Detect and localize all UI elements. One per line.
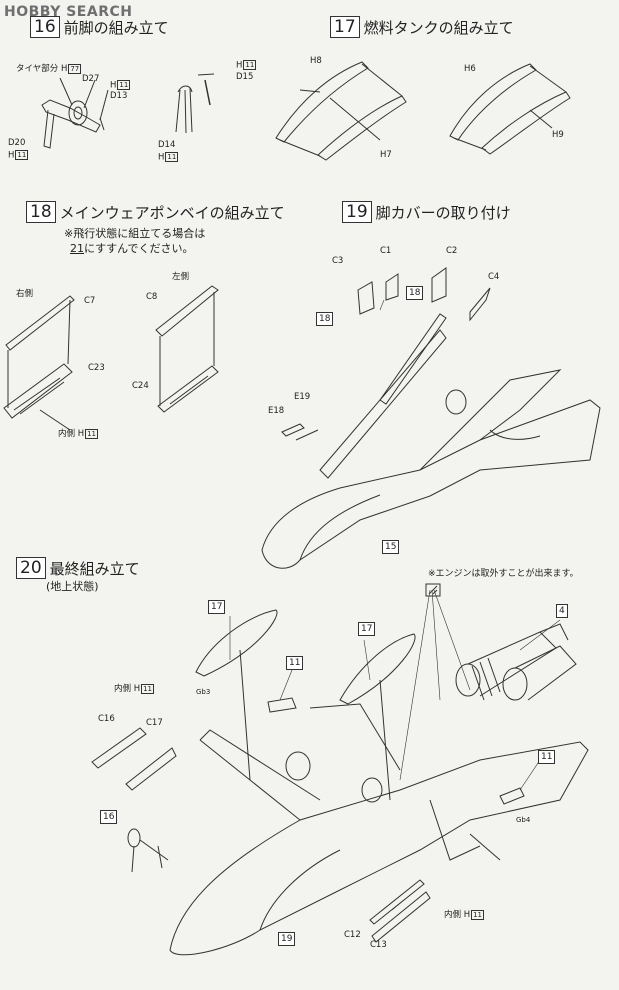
label-c7: C7 <box>84 296 96 306</box>
label-h11a-ref: 11 <box>117 80 131 90</box>
step-17-title: 燃料タンクの組み立て <box>363 18 514 37</box>
label-c1: C1 <box>380 246 392 256</box>
label-gb4: Gb4 <box>516 816 531 824</box>
step-20-header: 20 最終組み立て <box>16 557 140 579</box>
label-c17: C17 <box>146 718 163 728</box>
nose-gear-drawing <box>41 77 109 149</box>
label-h11a-text: H <box>110 80 117 91</box>
label-e18: E18 <box>268 406 285 416</box>
label-h11c-text: H <box>236 60 243 71</box>
final-nose-gear-drawing <box>127 828 169 873</box>
label-right-side: 右側 <box>16 289 34 299</box>
ref-box-18b: 18 <box>316 312 334 326</box>
label-h9: H9 <box>552 130 564 140</box>
label-c16: C16 <box>98 714 115 724</box>
engine-nozzles-drawing <box>455 623 577 701</box>
label-c13: C13 <box>370 940 387 950</box>
step-20-subtitle: (地上状態) <box>46 580 99 593</box>
label-c12: C12 <box>344 930 361 940</box>
aircraft-gear-cover-drawing <box>261 267 601 569</box>
step-19-header: 19 脚カバーの取り付け <box>342 201 511 223</box>
step-16-title: 前脚の組み立て <box>63 18 169 37</box>
step-16-header: 16 前脚の組み立て <box>30 16 169 38</box>
label-e19: E19 <box>294 392 311 402</box>
step-18-note-line2: 21にすすんでください。 <box>70 240 194 256</box>
label-h11c-ref: 11 <box>243 60 257 70</box>
label-d27: D27 <box>82 74 100 84</box>
fuel-tank-right-drawing <box>449 63 571 155</box>
label-inner-h11c-text: 内側 H <box>444 910 471 920</box>
ref-box-16: 16 <box>100 810 118 824</box>
label-tire-text: タイヤ部分 H <box>16 64 68 74</box>
bay-door-right-drawing <box>3 295 75 431</box>
ref-box-11b: 11 <box>538 750 556 764</box>
label-h11d-text: H <box>158 152 165 163</box>
step-18-title: メインウェアポンベイの組み立て <box>59 203 285 222</box>
step-18-number: 18 <box>26 201 56 223</box>
label-inner-h11-text: 内側 H <box>58 429 85 439</box>
engine-removal-icon <box>425 583 441 597</box>
label-h6: H6 <box>464 64 476 74</box>
ref-box-15: 15 <box>382 540 400 554</box>
step-16-number: 16 <box>30 16 60 38</box>
label-d15: D15 <box>236 72 254 82</box>
final-bay-doors-drawing <box>91 697 525 943</box>
label-h7: H7 <box>380 150 392 160</box>
label-inner-h11-ref: 11 <box>85 428 99 439</box>
ref-box-17a: 17 <box>208 600 226 614</box>
step-19-number: 19 <box>342 201 372 223</box>
label-c23: C23 <box>88 363 105 373</box>
label-c3: C3 <box>332 256 344 266</box>
label-h11b-text: H <box>8 150 15 161</box>
step-18-note-text: にすすんでください。 <box>84 242 194 255</box>
label-c2: C2 <box>446 246 458 256</box>
engine-note: ※エンジンは取外すことが出来ます。 <box>428 569 579 579</box>
step-20-number: 20 <box>16 557 46 579</box>
label-h8: H8 <box>310 56 322 66</box>
leader-lines <box>229 299 561 911</box>
label-h11b-ref: 11 <box>15 150 29 160</box>
aircraft-final-drawing <box>169 703 589 956</box>
ref-box-19: 19 <box>278 932 296 946</box>
label-c4: C4 <box>488 272 500 282</box>
step-21-reference: 21 <box>70 242 84 255</box>
label-d14: D14 <box>158 140 176 150</box>
step-19-title: 脚カバーの取り付け <box>375 203 511 222</box>
label-h11d-ref: 11 <box>165 152 179 162</box>
label-inner-h11b-ref: 11 <box>141 683 155 694</box>
ref-box-4: 4 <box>556 604 568 618</box>
label-gb3: Gb3 <box>196 688 211 696</box>
ref-box-18a: 18 <box>406 286 424 300</box>
label-left-side: 左側 <box>172 272 190 282</box>
label-inner-h11b-text: 内側 H <box>114 684 141 694</box>
final-fuel-tanks-drawing <box>195 609 416 801</box>
step-17-header: 17 燃料タンクの組み立て <box>330 16 514 38</box>
step-17-number: 17 <box>330 16 360 38</box>
step-18-header: 18 メインウェアポンベイの組み立て <box>26 201 285 223</box>
label-c8: C8 <box>146 292 158 302</box>
label-c24: C24 <box>132 381 149 391</box>
label-d13: D13 <box>110 91 128 101</box>
label-tire-ref: 77 <box>68 63 82 74</box>
label-d20: D20 <box>8 138 26 148</box>
nose-gear-strut-drawing <box>175 73 215 134</box>
ref-box-17b: 17 <box>358 622 376 636</box>
ref-box-11a: 11 <box>286 656 304 670</box>
bay-door-left-drawing <box>155 285 219 413</box>
step-18-note-line1: ※飛行状態に組立てる場合は <box>64 227 206 240</box>
fuel-tank-left-drawing <box>275 61 407 161</box>
step-20-title: 最終組み立て <box>49 559 140 578</box>
label-inner-h11c-ref: 11 <box>471 909 485 920</box>
